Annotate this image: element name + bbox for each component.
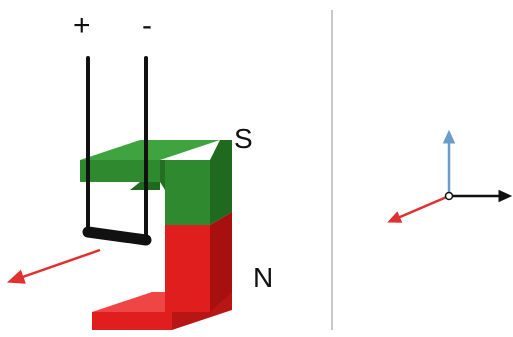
south-pole-section xyxy=(80,140,232,225)
south-pole-label: S xyxy=(234,123,253,154)
axis-diagonal-arrow xyxy=(387,194,450,223)
horseshoe-magnet-icon xyxy=(80,140,232,330)
axis-origin xyxy=(444,191,454,201)
force-arrow-icon xyxy=(6,248,101,284)
negative-terminal-label: - xyxy=(142,9,152,42)
positive-terminal-label: + xyxy=(73,9,91,42)
north-pole-section xyxy=(92,212,232,330)
north-pole-label: N xyxy=(253,262,273,293)
coordinate-axes-icon xyxy=(387,129,513,223)
current-wire xyxy=(82,56,152,246)
